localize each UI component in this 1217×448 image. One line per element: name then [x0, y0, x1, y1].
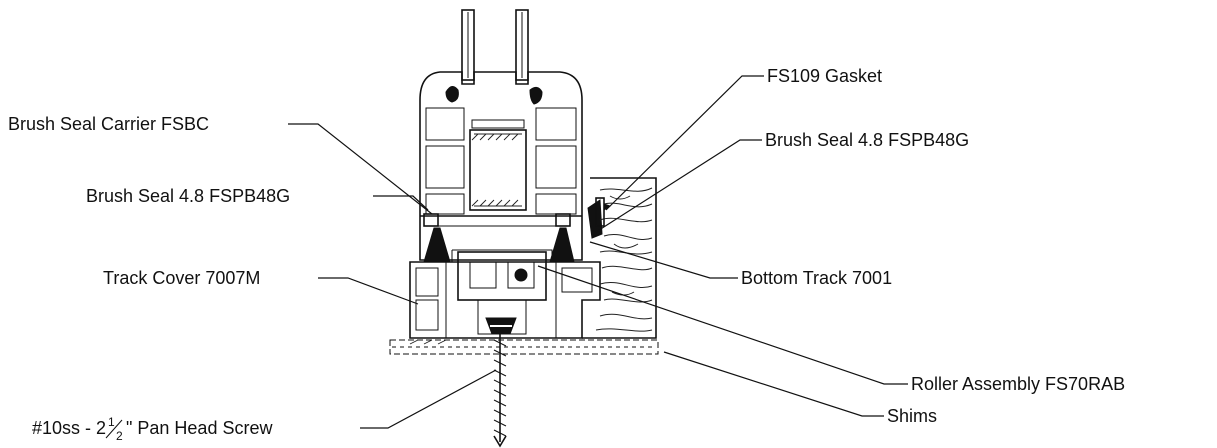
glass-panes: [461, 9, 529, 81]
screw: [485, 317, 517, 448]
sash-frame: [419, 71, 583, 261]
label-brush-seal-right: Brush Seal 4.8 FSPB48G: [765, 130, 969, 150]
label-brush-seal-left: Brush Seal 4.8 FSPB48G: [86, 186, 290, 206]
label-screw-main: #10ss - 2: [32, 418, 106, 438]
label-shims: Shims: [887, 406, 937, 426]
label-screw: #10ss - 2 1 2 " Pan Head Screw: [32, 415, 273, 443]
door-section-drawing: [389, 9, 659, 448]
label-screw-rest: " Pan Head Screw: [126, 418, 273, 438]
label-bottom-track: Bottom Track 7001: [741, 268, 892, 288]
label-track-cover: Track Cover 7007M: [103, 268, 260, 288]
bottom-track: [409, 249, 601, 339]
label-screw-frac-den: 2: [116, 429, 123, 443]
leader-lines: [288, 75, 908, 429]
label-brush-seal-carrier: Brush Seal Carrier FSBC: [8, 114, 209, 134]
shims: [389, 339, 659, 355]
label-screw-frac-num: 1: [108, 415, 115, 429]
label-gasket: FS109 Gasket: [767, 66, 882, 86]
fraction-slash: [105, 419, 123, 439]
label-roller-assembly: Roller Assembly FS70RAB: [911, 374, 1125, 394]
callout-labels: Brush Seal Carrier FSBC Brush Seal 4.8 F…: [8, 66, 1125, 443]
brush-seals: [423, 199, 603, 263]
